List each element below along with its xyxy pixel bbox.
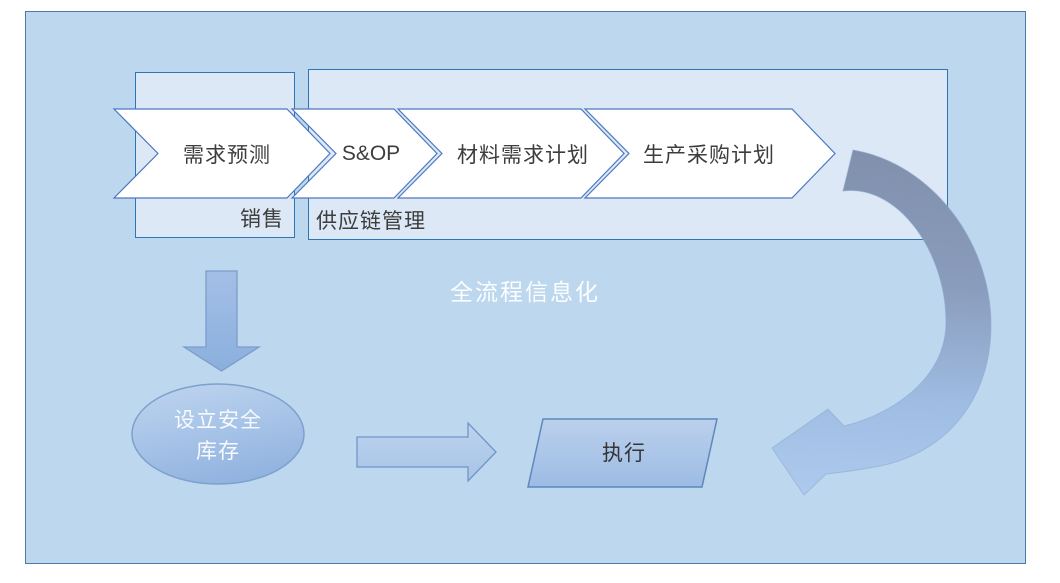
chevron-label-demand-forecast: 需求预测 <box>183 144 271 167</box>
chevron-label-production-procurement-plan: 生产采购计划 <box>643 144 775 167</box>
chevron-sop <box>290 108 438 199</box>
full-process-caption: 全流程信息化 <box>450 279 600 305</box>
safety-stock-label-line1: 设立安全 <box>174 409 262 432</box>
safety-stock-ellipse <box>131 383 305 485</box>
scm-group-label: 供应链管理 <box>316 210 426 233</box>
safety-stock-label-line2: 库存 <box>196 440 240 463</box>
chevron-production-procurement-plan <box>583 108 836 199</box>
execute-parallelogram <box>527 418 718 488</box>
safety-stock-label: 设立安全 库存 <box>174 405 262 467</box>
down-arrow <box>181 270 262 372</box>
chevron-demand-forecast <box>112 108 331 199</box>
chevron-material-requirements-plan <box>396 108 625 199</box>
chevron-label-sop: S&OP <box>341 142 401 165</box>
sales-group-label: 销售 <box>240 208 284 231</box>
chevron-label-material-requirements-plan: 材料需求计划 <box>457 144 589 167</box>
right-arrow <box>356 421 497 483</box>
execute-label: 执行 <box>602 442 646 465</box>
feedback-curved-arrow <box>771 149 992 496</box>
